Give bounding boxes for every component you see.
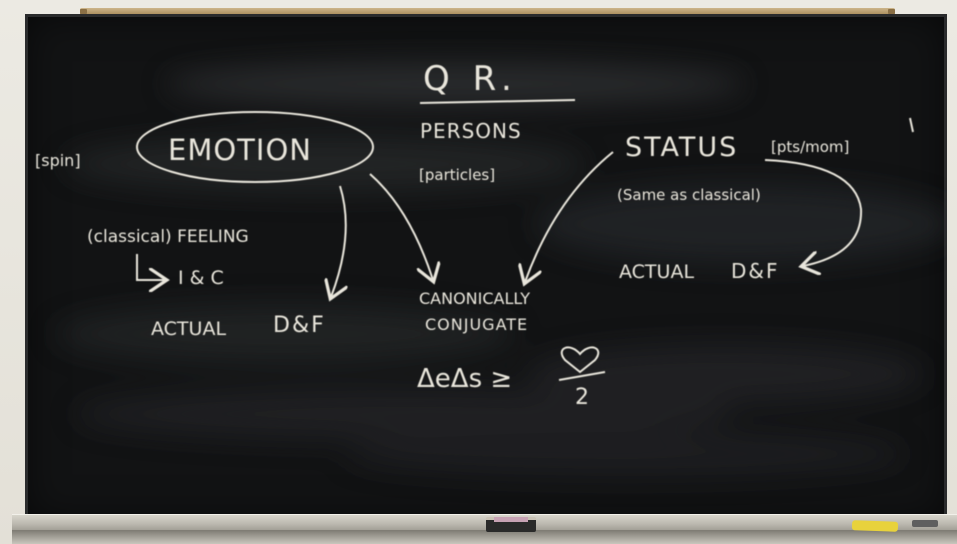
eraser-felt (494, 517, 528, 522)
arrow-emotion-to-conjugate (369, 173, 433, 280)
i-and-c: I & C (178, 267, 224, 289)
board-title: Q R. (423, 59, 518, 99)
right-df: D&F (731, 259, 780, 283)
emotion-word: EMOTION (168, 133, 312, 167)
rail-end-left (80, 9, 87, 14)
uncertainty-inequality: ΔeΔs ≥ (417, 364, 512, 394)
arrow-status-to-df (764, 159, 863, 266)
chalk-writing: Q R. [spin] EMOTION (classical) FEELING … (35, 59, 947, 476)
chalk-tick (909, 117, 914, 133)
fraction-bar (558, 371, 606, 381)
yellow-chalk (851, 520, 899, 532)
map-rail (80, 8, 895, 15)
canonically-label: CANONICALLY (419, 289, 530, 308)
arrow-emotion-to-df (331, 185, 346, 297)
left-df: D&F (273, 313, 326, 338)
blackboard: Q R. [spin] EMOTION (classical) FEELING … (25, 14, 947, 522)
ledge-shadow (12, 530, 957, 544)
heart-icon (560, 346, 600, 374)
eraser-smudges (55, 62, 947, 476)
status-word: STATUS (625, 132, 738, 163)
arrow-status-to-conjugate (525, 151, 614, 282)
chalk-ledge (12, 514, 957, 531)
same-as-classical: (Same as classical) (617, 186, 761, 204)
classical-feeling: (classical) FEELING (87, 227, 249, 247)
left-actual: ACTUAL (151, 318, 226, 340)
rail-end-right (888, 9, 895, 14)
conjugate-label: CONJUGATE (425, 315, 528, 334)
arrow-to-ic (136, 254, 165, 280)
title-underline (419, 99, 576, 104)
pts-mom-label: [pts/mom] (771, 138, 849, 156)
right-actual: ACTUAL (619, 261, 694, 283)
chalk-holder (912, 520, 938, 527)
particles-label: [particles] (419, 166, 495, 184)
spin-label: [spin] (35, 151, 81, 170)
persons-label: PERSONS (420, 119, 522, 143)
fraction-denominator: 2 (575, 385, 589, 410)
emotion-circle (136, 111, 374, 183)
